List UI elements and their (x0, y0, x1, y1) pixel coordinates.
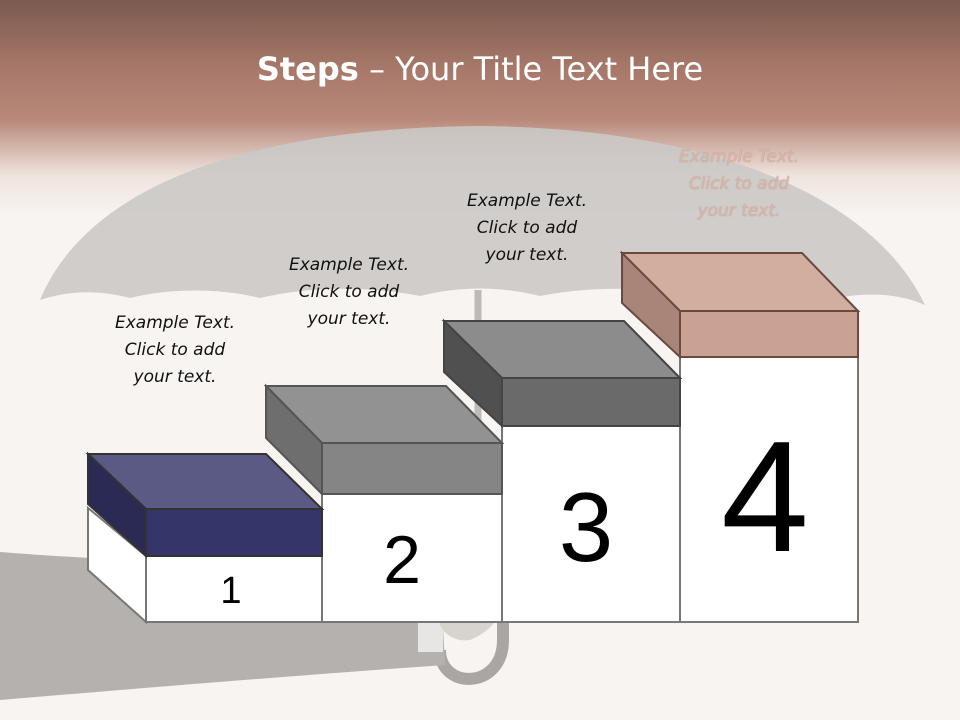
title-rest: – Your Title Text Here (358, 50, 704, 88)
step-lid-1 (85, 451, 325, 559)
step-lid-4 (619, 250, 861, 360)
slide-title[interactable]: Steps – Your Title Text Here (0, 50, 960, 88)
step-4-number: 4 (721, 409, 809, 585)
step-3-number: 3 (558, 472, 614, 582)
step-3-caption[interactable]: Example Text. Click to add your text. (466, 191, 588, 265)
step-1-number: 1 (220, 570, 242, 612)
step-lid-2 (263, 383, 505, 497)
step-2-caption[interactable]: Example Text. Click to add your text. (288, 255, 410, 329)
step-lid-3 (441, 318, 683, 429)
step-4-caption[interactable]: Example Text. Click to add your text. (678, 147, 800, 221)
title-bold: Steps (256, 50, 359, 88)
step-2-number: 2 (383, 522, 421, 598)
step-1-caption[interactable]: Example Text. Click to add your text. (114, 313, 236, 387)
